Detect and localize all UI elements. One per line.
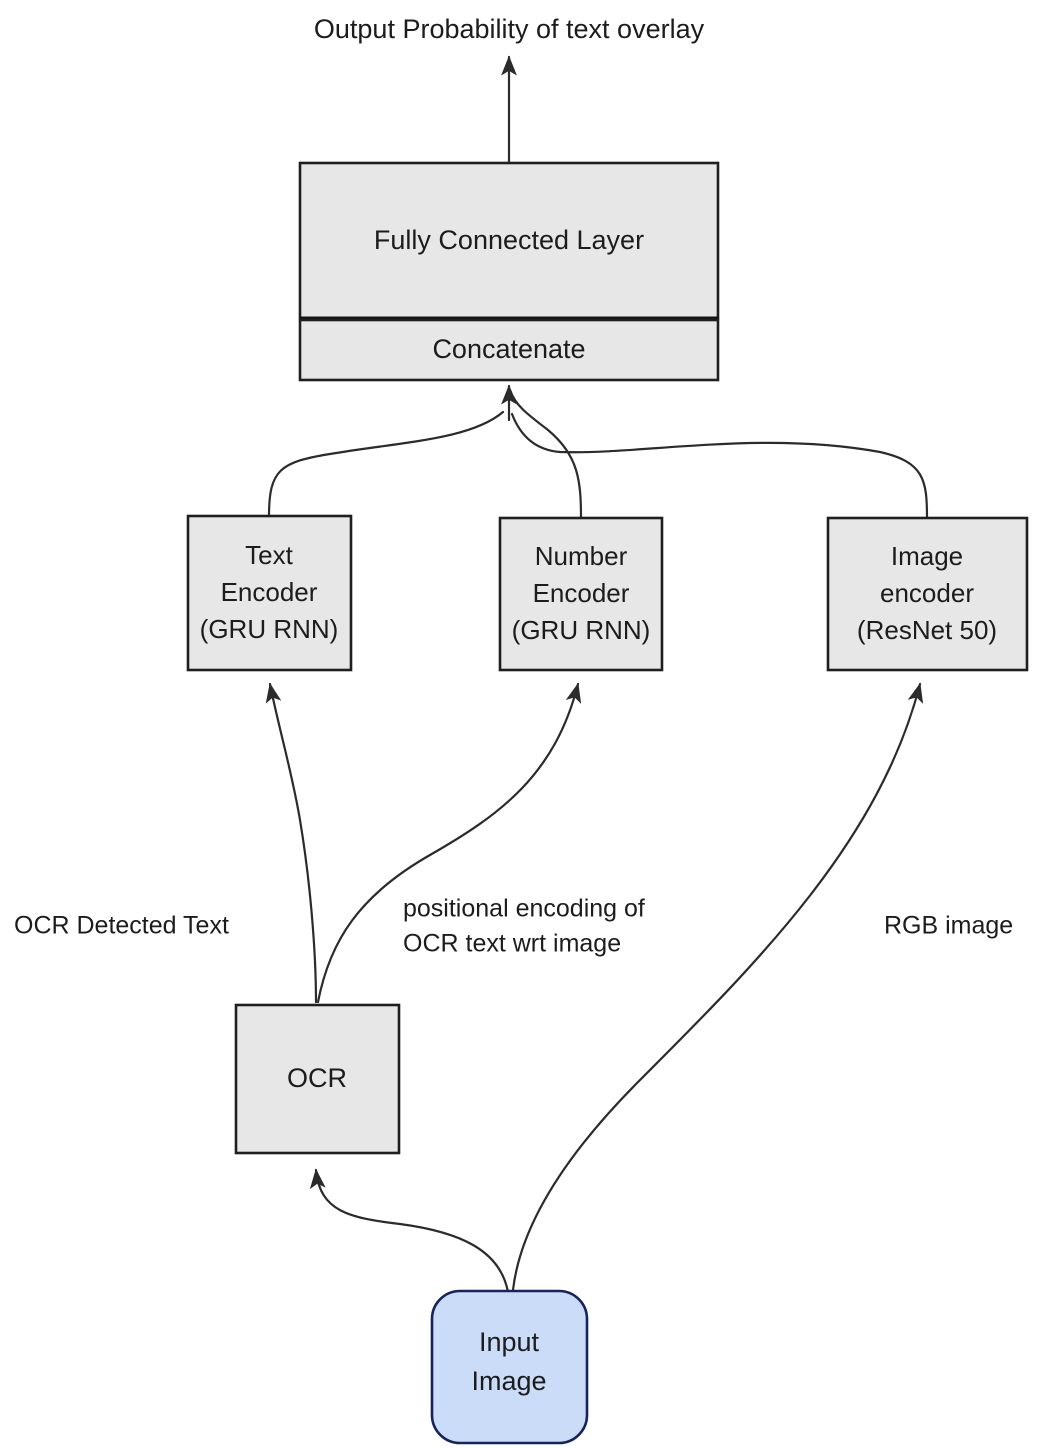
edge-label-positional-encoding-line1: positional encoding of: [403, 895, 645, 923]
input-image-label-line2: Image: [471, 1366, 546, 1396]
edge-label-positional-encoding-line2: OCR text wrt image: [403, 930, 621, 958]
ocr-label: OCR: [287, 1063, 347, 1093]
fully-connected-layer-node[interactable]: Fully Connected Layer: [298, 161, 720, 320]
image-encoder-label-line2: encoder: [880, 578, 974, 608]
input-image-to-ocr-path: [309, 1168, 510, 1294]
text-encoder-rect: [186, 514, 353, 672]
number-encoder-to-concatenate-path: [508, 388, 583, 520]
edge-ocr-to-number-encoder: [316, 682, 582, 1004]
edge-input-image-to-image-encoder: [511, 682, 924, 1292]
ocr-rect: [234, 1003, 401, 1155]
text-encoder-label-line1: Text: [245, 540, 293, 570]
edge-number-encoder-to-concatenate: [508, 388, 583, 520]
edge-input-image-to-ocr: [309, 1168, 510, 1294]
number-encoder-rect: [498, 516, 664, 672]
output-probability-label: Output Probability of text overlay: [314, 14, 705, 44]
image-encoder-node[interactable]: Image encoder (ResNet 50): [826, 516, 1029, 672]
edge-label-rgb-image: RGB image: [884, 912, 1013, 940]
edge-image-encoder-to-concatenate: [510, 412, 929, 520]
number-encoder-label-line1: Number: [535, 541, 628, 571]
edge-label-ocr-detected-text: OCR Detected Text: [14, 912, 229, 940]
edge-text-encoder-to-concatenate: [267, 410, 505, 518]
fully-connected-layer-label: Fully Connected Layer: [374, 225, 644, 255]
concatenate-rect: [298, 318, 720, 382]
text-encoder-to-concatenate-path: [267, 410, 505, 518]
text-encoder-label-line3: (GRU RNN): [200, 614, 339, 644]
concatenate-node[interactable]: Concatenate: [298, 318, 720, 382]
ocr-node[interactable]: OCR: [234, 1003, 401, 1155]
edge-ocr-to-text-encoder: [265, 682, 318, 1004]
number-encoder-node[interactable]: Number Encoder (GRU RNN): [498, 516, 664, 672]
ocr-to-text-encoder-path: [265, 682, 318, 1004]
ocr-to-number-encoder-path: [316, 682, 582, 1004]
text-encoder-node[interactable]: Text Encoder (GRU RNN): [186, 514, 353, 672]
concatenate-label: Concatenate: [432, 334, 585, 364]
image-encoder-rect: [826, 516, 1029, 672]
image-encoder-label-line1: Image: [891, 541, 963, 571]
image-encoder-to-concatenate-path: [510, 412, 929, 520]
number-encoder-label-line3: (GRU RNN): [512, 615, 651, 645]
input-image-node[interactable]: Input Image: [430, 1289, 589, 1445]
input-image-rect: [430, 1289, 589, 1445]
text-encoder-label-line2: Encoder: [221, 577, 318, 607]
image-encoder-label-line3: (ResNet 50): [857, 615, 997, 645]
input-image-label-line1: Input: [479, 1327, 540, 1357]
number-encoder-label-line2: Encoder: [533, 578, 630, 608]
input-image-to-image-encoder-path: [511, 682, 924, 1292]
